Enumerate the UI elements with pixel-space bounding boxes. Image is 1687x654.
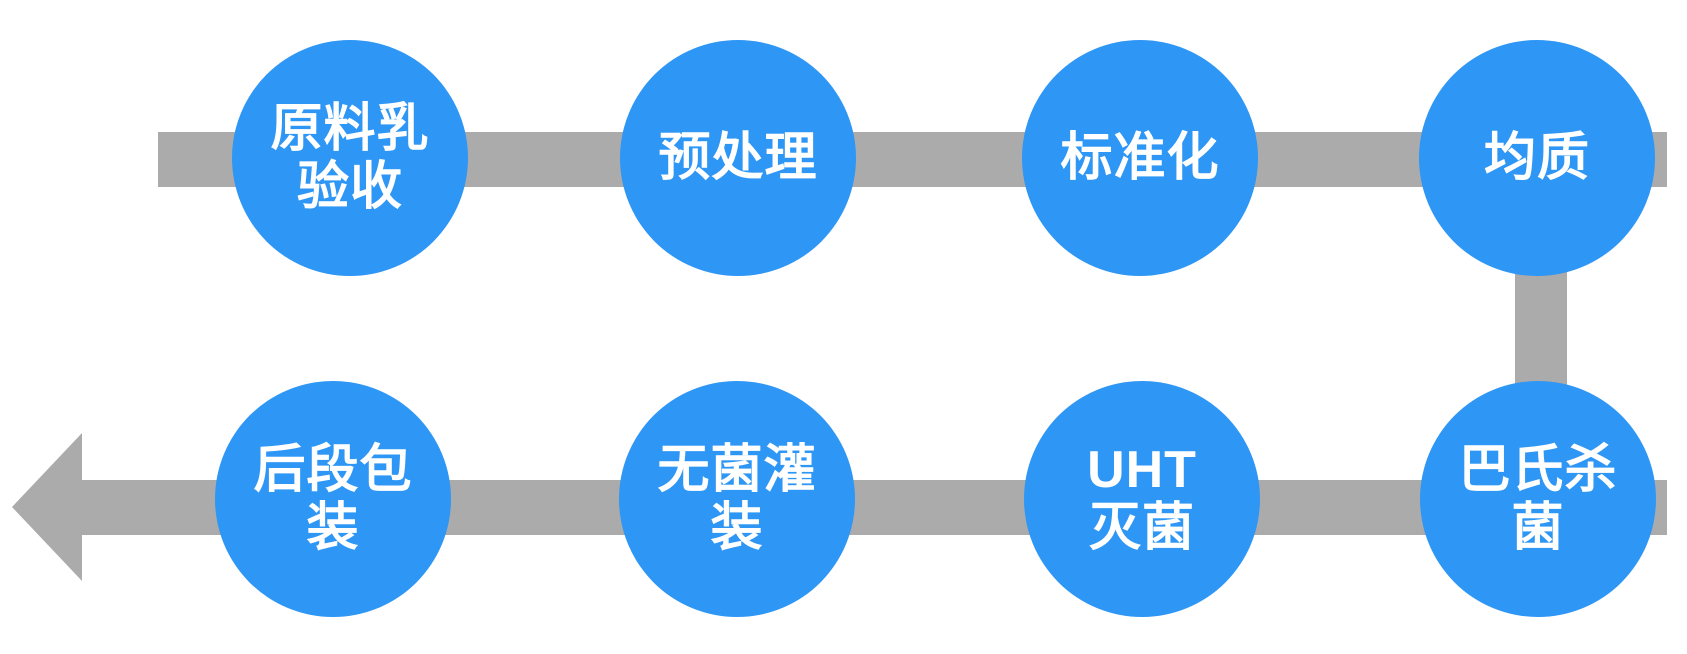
node-label: 无菌灌 装 — [657, 441, 816, 557]
node-label-line: 后段包 — [253, 440, 413, 499]
flow-node-raw-milk-acceptance: 原料乳 验收 — [232, 40, 468, 276]
node-label: UHT 灭菌 — [1087, 441, 1197, 557]
node-label: 后段包 装 — [253, 441, 412, 557]
flow-node-pretreatment: 预处理 — [620, 40, 856, 276]
node-label: 预处理 — [658, 129, 817, 187]
node-label: 标准化 — [1060, 129, 1219, 187]
flow-node-pasteurization: 巴氏杀 菌 — [1420, 381, 1656, 617]
node-label-line: 预处理 — [658, 128, 818, 187]
node-label-line: 均质 — [1483, 128, 1590, 187]
flow-node-final-packaging: 后段包 装 — [215, 381, 451, 617]
arrow-left-head-icon — [12, 433, 82, 581]
node-label-line: 灭菌 — [1088, 499, 1195, 557]
node-label: 原料乳 验收 — [270, 100, 429, 216]
node-label-line: 菌 — [1511, 499, 1565, 557]
node-label-line: 装 — [710, 499, 764, 557]
node-label-line: 标准化 — [1060, 128, 1220, 187]
node-label-line: 原料乳 — [270, 99, 430, 158]
flow-node-uht-sterilization: UHT 灭菌 — [1024, 381, 1260, 617]
node-label: 巴氏杀 菌 — [1458, 441, 1617, 557]
flow-node-aseptic-filling: 无菌灌 装 — [619, 381, 855, 617]
node-label-line: 巴氏杀 — [1458, 440, 1618, 499]
node-label-line: UHT — [1087, 440, 1197, 499]
flow-node-standardization: 标准化 — [1022, 40, 1258, 276]
flow-node-homogenization: 均质 — [1419, 40, 1655, 276]
node-label-line: 无菌灌 — [657, 440, 817, 499]
node-label: 均质 — [1484, 129, 1590, 187]
node-label-line: 验收 — [296, 158, 403, 216]
node-label-line: 装 — [306, 499, 360, 557]
